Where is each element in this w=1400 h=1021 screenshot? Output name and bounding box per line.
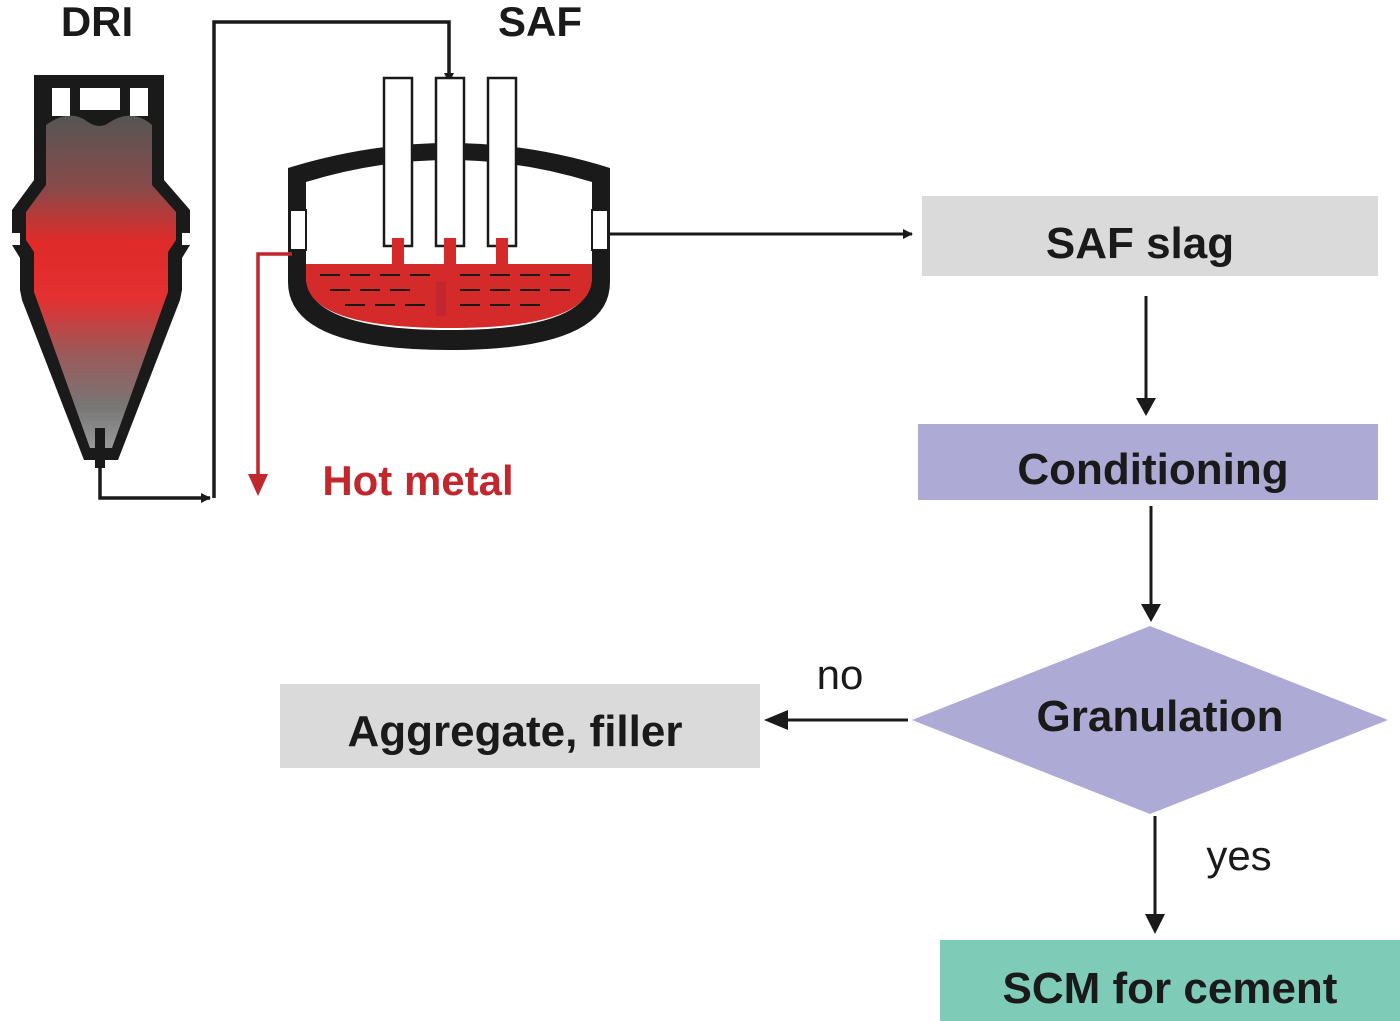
saf-side-port [289, 209, 307, 251]
dri-burden [26, 115, 176, 448]
scm-node: SCM for cement [940, 940, 1400, 1021]
no-label: no [817, 651, 864, 698]
conditioning-to-granulation-head [1141, 604, 1161, 622]
hot-metal-arrowhead [248, 474, 268, 496]
dri-to-saf-line [98, 466, 211, 503]
aggregate-box [280, 684, 760, 768]
saf-electrode [382, 76, 414, 248]
saf-slag-node: SAF slag [922, 196, 1378, 276]
saf-electrode [434, 76, 466, 248]
saf-feed-line [212, 20, 454, 498]
conditioning-text: Conditioning [1017, 445, 1288, 494]
scm-text: SCM for cement [1003, 964, 1338, 1013]
granulation-node: Granulation [912, 626, 1388, 814]
scm-box [940, 940, 1400, 1021]
saf-taphole-mark [436, 282, 446, 316]
aggregate-text: Aggregate, filler [348, 707, 683, 756]
granulation-yes-head [1145, 914, 1165, 934]
hot-metal-line [256, 252, 292, 478]
saf-electrode-tip [444, 238, 456, 272]
granulation-diamond [912, 626, 1388, 814]
saf-electrode-tip [392, 238, 404, 272]
saf-melt [306, 264, 592, 328]
dri-top-slot [130, 88, 148, 116]
aggregate-node: Aggregate, filler [280, 684, 760, 768]
saf-slag-box [922, 196, 1378, 276]
conditioning-node: Conditioning [918, 424, 1378, 500]
melt-dashes [320, 274, 570, 306]
granulation-no-head [764, 710, 788, 730]
dri-side-notch [182, 233, 196, 245]
dri-top-slot [80, 88, 120, 110]
saf-side-port [591, 209, 609, 251]
hot-metal-label: Hot metal [322, 457, 513, 504]
saf-electrode-tip [496, 238, 508, 272]
saf-furnace [288, 76, 610, 350]
dri-top-slot [52, 88, 70, 116]
dri-side-notch [6, 233, 20, 245]
yes-label: yes [1206, 832, 1271, 879]
dri-furnace [6, 75, 196, 468]
saf-electrode [486, 76, 518, 248]
saf-label: SAF [498, 0, 582, 45]
dri-label: DRI [61, 0, 133, 45]
slag-to-conditioning-head [1136, 398, 1156, 416]
granulation-text: Granulation [1037, 692, 1284, 741]
conditioning-box [918, 424, 1378, 500]
dri-discharge [95, 428, 105, 468]
saf-slag-text: SAF slag [1046, 219, 1234, 268]
